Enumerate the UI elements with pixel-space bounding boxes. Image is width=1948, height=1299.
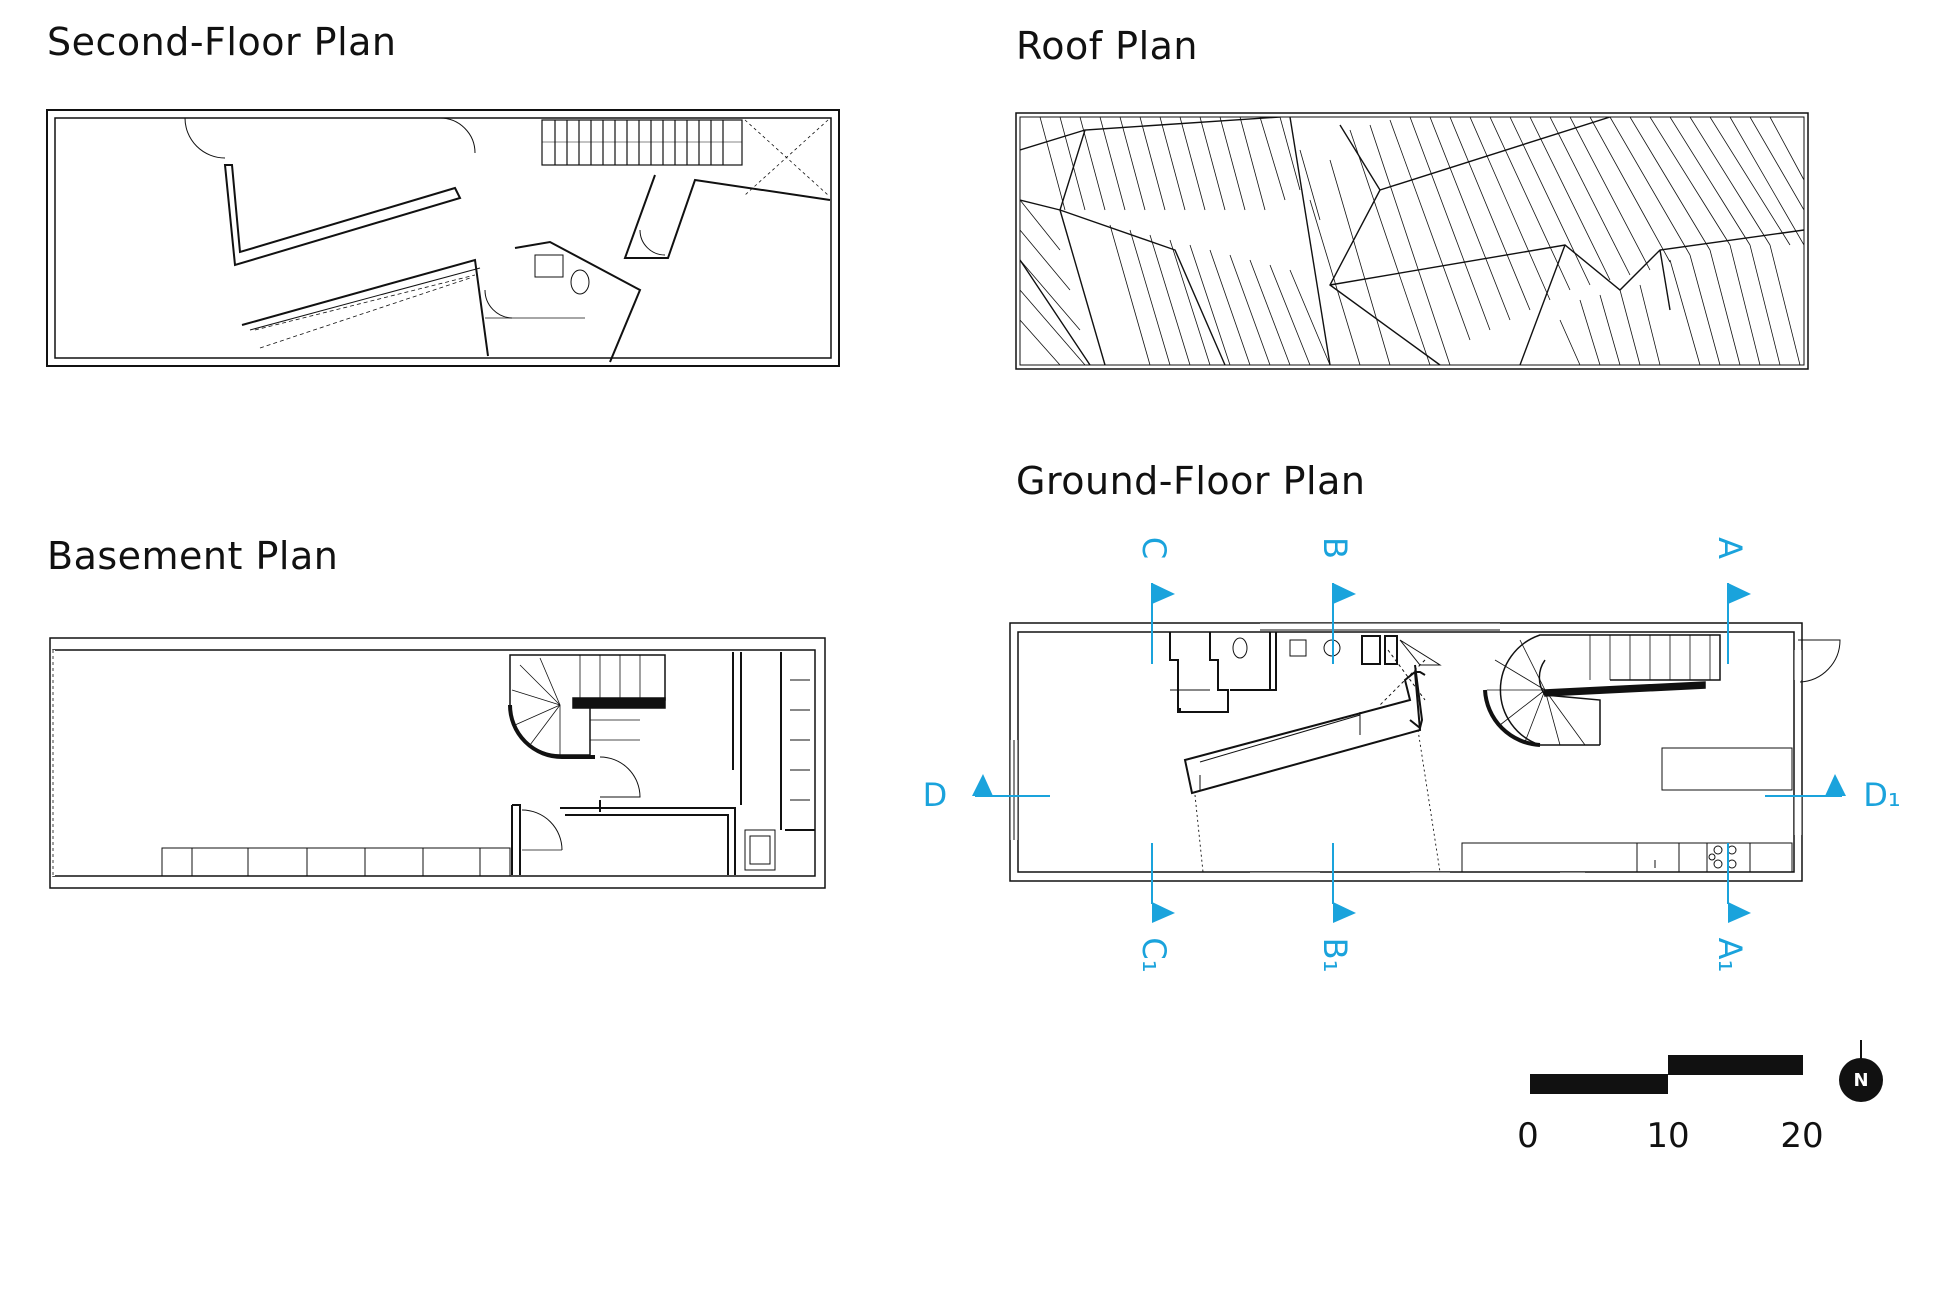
- basement-inner-wall: [52, 649, 816, 877]
- ground-floor-plan-title: Ground-Floor Plan: [1016, 459, 1366, 503]
- roof-plan-title: Roof Plan: [1016, 24, 1198, 68]
- basement-outer-wall: [49, 637, 826, 889]
- kitchen-counter: [1461, 842, 1793, 873]
- ground-floor-bathroom: [1169, 632, 1398, 713]
- section-mark-c: [1151, 583, 1175, 923]
- ground-floor-spiral-stair: [1483, 634, 1721, 747]
- section-label-d1: D₁: [1863, 776, 1900, 814]
- second-floor-plan: [46, 109, 840, 367]
- north-arrow: N: [1839, 1040, 1883, 1102]
- section-labels: C B A C₁ B₁ A₁ D D₁: [923, 537, 1901, 973]
- scale-bar: 0 10 20: [1517, 1055, 1824, 1156]
- kitchen-island: [1661, 747, 1793, 791]
- second-floor-inner-wall: [54, 117, 832, 359]
- basement-plan-title: Basement Plan: [47, 534, 339, 578]
- section-label-a: A: [1711, 537, 1749, 559]
- section-mark-b: [1332, 583, 1356, 923]
- section-label-c: C: [1135, 537, 1173, 559]
- section-mark-d: [972, 774, 1846, 797]
- scale-label-20: 20: [1780, 1116, 1823, 1156]
- section-label-b1: B₁: [1316, 938, 1354, 973]
- roof-outer-edge: [1015, 112, 1809, 370]
- ground-floor-inner-wall: [1017, 631, 1795, 873]
- ground-floor-plan: [1009, 622, 1841, 882]
- roof-inner-edge: [1019, 116, 1805, 366]
- scale-label-0: 0: [1517, 1116, 1539, 1156]
- ground-floor-outer-wall: [1009, 622, 1803, 882]
- scale-bar-segment-1: [1530, 1074, 1668, 1094]
- basement-spiral-stair: [508, 654, 666, 759]
- section-label-d: D: [923, 776, 948, 814]
- north-arrow-label: N: [1853, 1070, 1868, 1091]
- section-label-a1: A₁: [1711, 938, 1749, 973]
- second-floor-outer-wall: [46, 109, 840, 367]
- roof-plan: [1015, 112, 1809, 370]
- roof-hatching: [1020, 117, 1804, 366]
- second-floor-stair: [541, 119, 743, 166]
- basement-counter: [161, 847, 511, 877]
- section-mark-a: [1727, 583, 1751, 923]
- second-floor-plan-title: Second-Floor Plan: [47, 20, 397, 64]
- section-markers: [972, 583, 1846, 923]
- scale-label-10: 10: [1646, 1116, 1689, 1156]
- north-arrow-icon: [1839, 1058, 1883, 1102]
- section-label-c1: C₁: [1135, 937, 1173, 972]
- basement-plan: [49, 637, 826, 889]
- section-label-b: B: [1316, 537, 1354, 559]
- ground-floor-angled-wall: [1183, 664, 1426, 795]
- scale-bar-segment-2: [1668, 1055, 1803, 1075]
